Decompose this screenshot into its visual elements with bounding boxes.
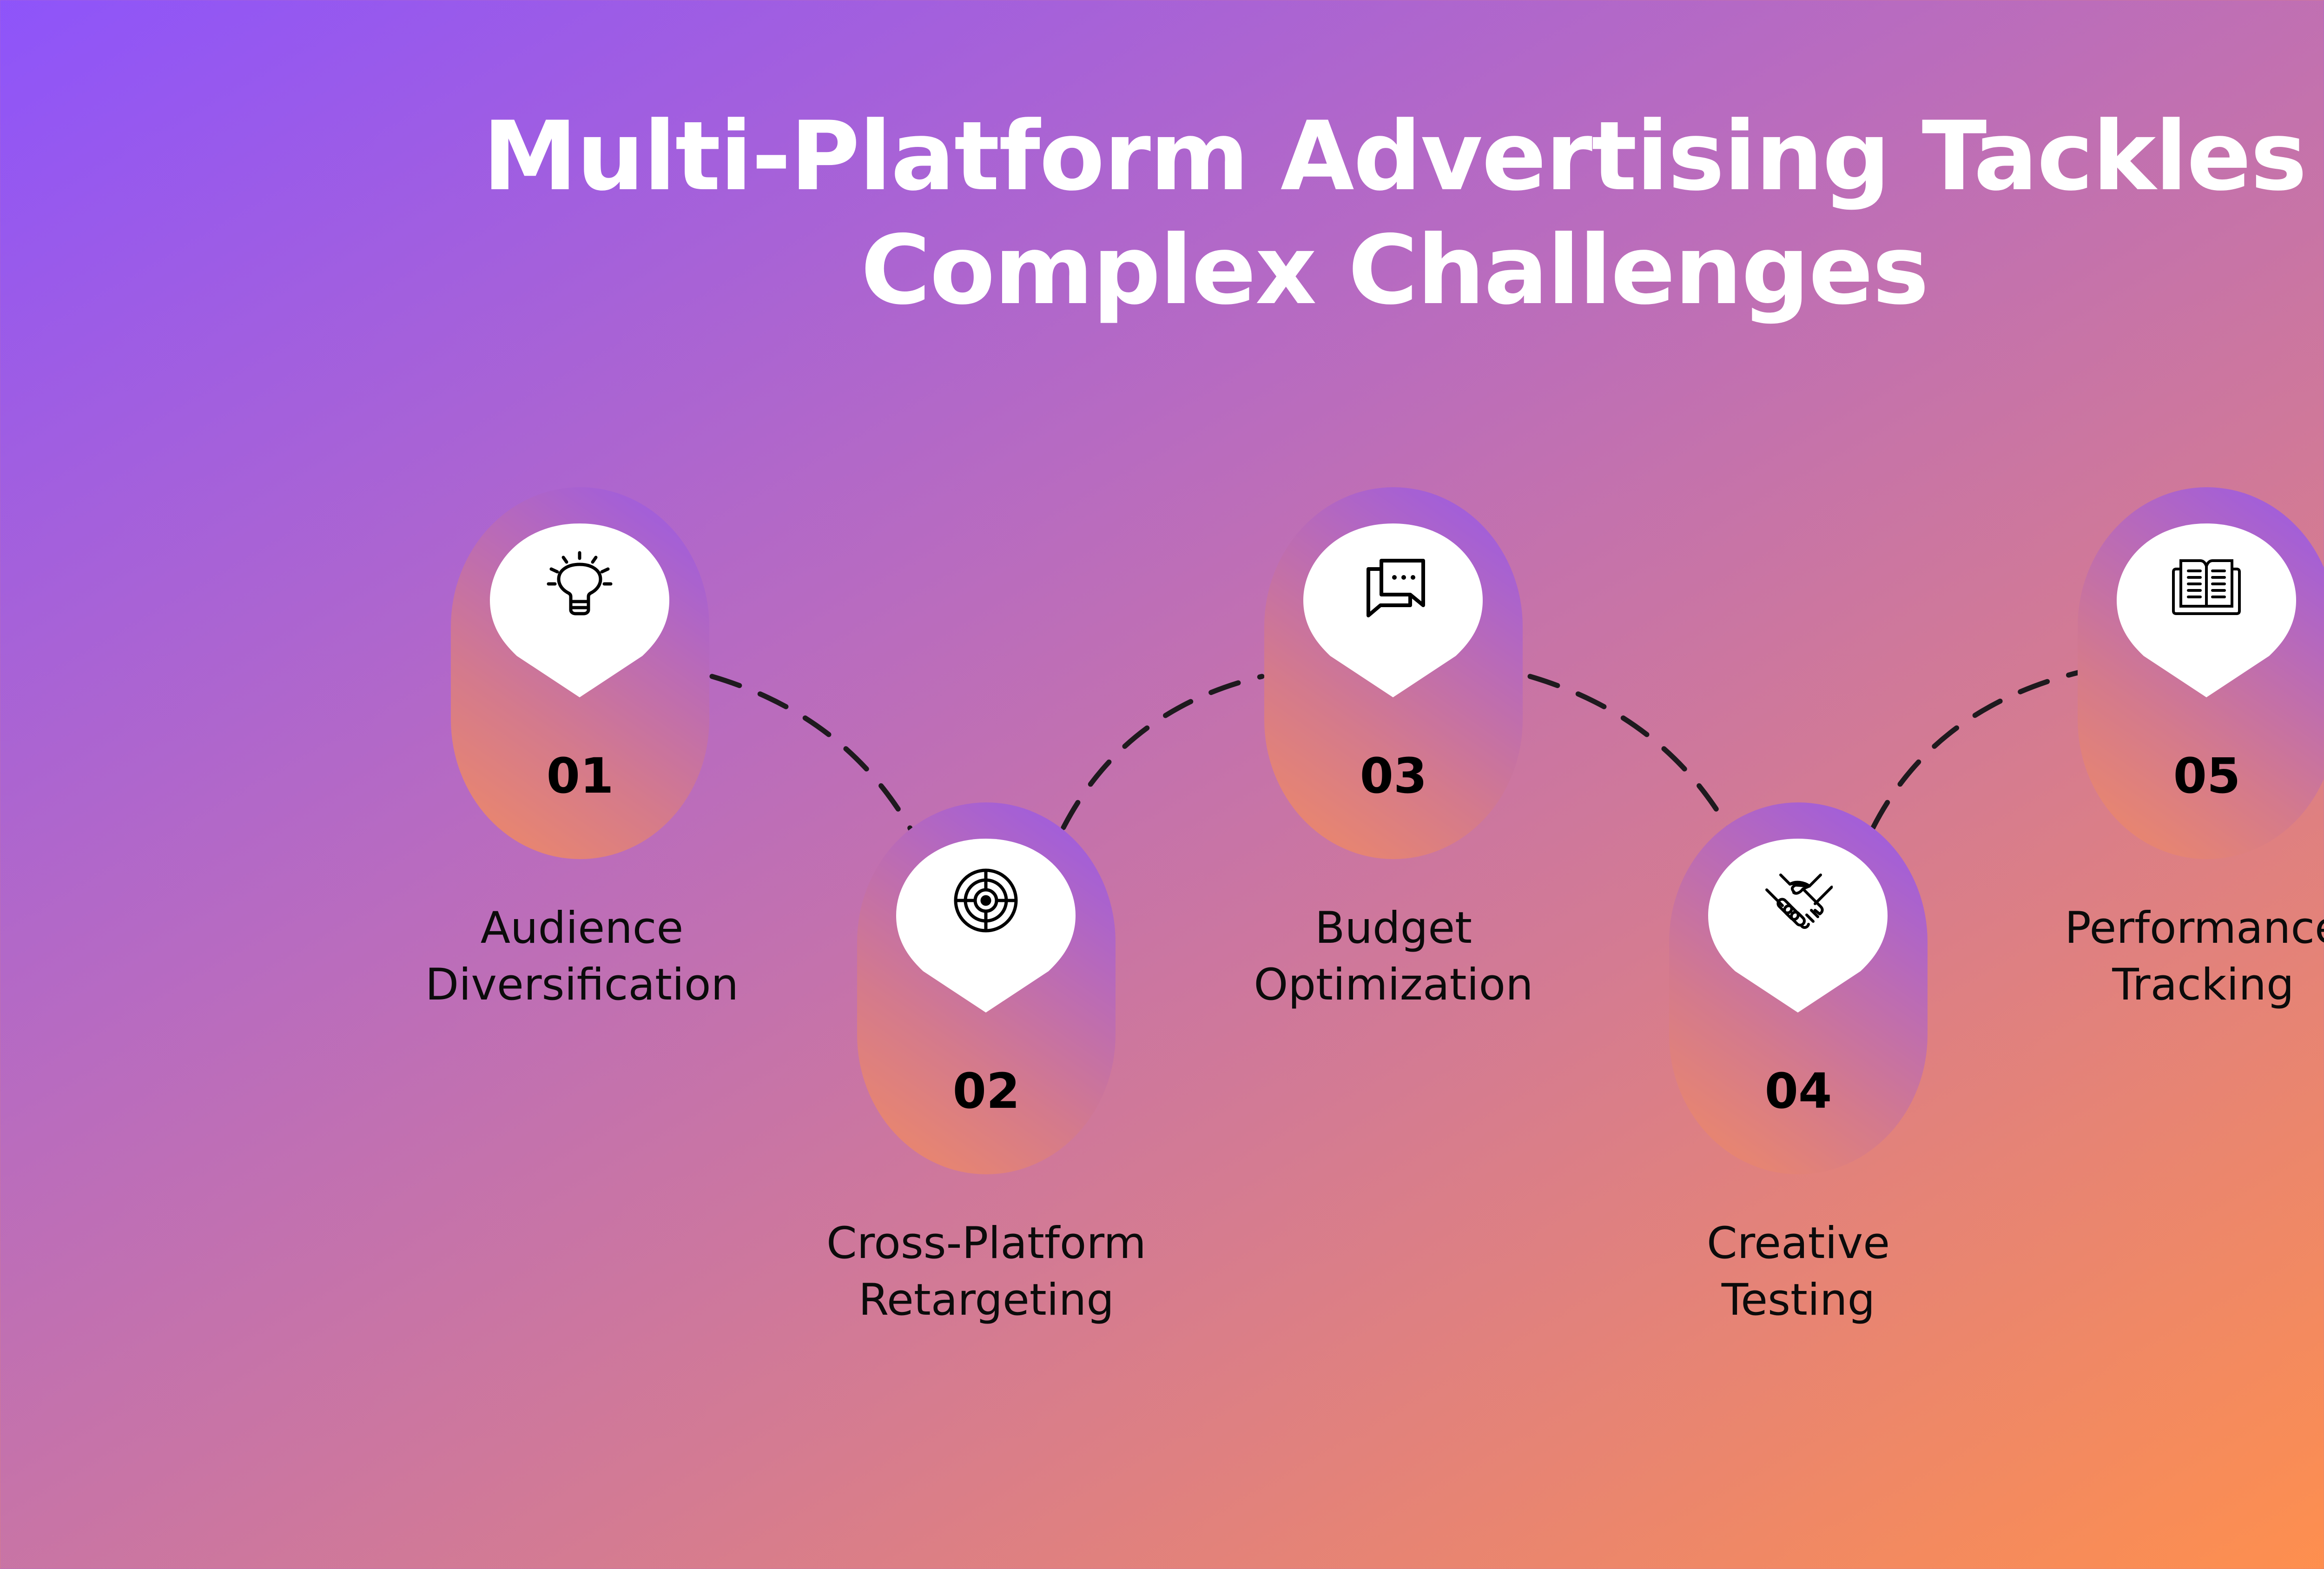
handshake-icon bbox=[1765, 874, 1833, 929]
pin-marker bbox=[1708, 839, 1888, 1013]
step-05-label: Performance Tracking bbox=[2065, 903, 2324, 1010]
pin-marker bbox=[2117, 523, 2296, 697]
step-03-label: Budget Optimization bbox=[1254, 903, 1533, 1010]
step-02: 02 bbox=[857, 802, 1116, 1174]
title-line-2: Complex Challenges bbox=[860, 215, 1929, 326]
step-02-label: Cross-Platform Retargeting bbox=[826, 1218, 1147, 1325]
step-01-label: Audience Diversification bbox=[425, 903, 739, 1010]
pin-marker bbox=[896, 839, 1076, 1013]
step-04-label: Creative Testing bbox=[1706, 1218, 1890, 1325]
target-icon bbox=[954, 868, 1018, 933]
pin-marker bbox=[490, 523, 669, 697]
step-05: 05 bbox=[2078, 487, 2324, 859]
page-title: Multi-Platform Advertising Tackles Compl… bbox=[0, 100, 2324, 328]
step-04: 04 bbox=[1669, 802, 1928, 1174]
connector-4-5 bbox=[1870, 670, 2080, 830]
connector-3-4 bbox=[1527, 674, 1732, 833]
step-03: 03 bbox=[1264, 487, 1523, 859]
step-number: 04 bbox=[1764, 1063, 1832, 1119]
chat-bubbles-icon bbox=[1367, 559, 1425, 617]
step-number: 01 bbox=[546, 748, 614, 804]
pin-marker bbox=[1303, 523, 1483, 697]
step-number: 03 bbox=[1360, 748, 1427, 804]
step-01: 01 bbox=[451, 487, 709, 859]
step-number: 05 bbox=[2173, 748, 2241, 804]
lightbulb-icon bbox=[547, 551, 613, 616]
step-number: 02 bbox=[952, 1063, 1020, 1119]
title-line-1: Multi-Platform Advertising Tackles bbox=[482, 101, 2307, 212]
open-book-icon bbox=[2172, 559, 2241, 615]
connector-2-3 bbox=[1061, 674, 1265, 830]
connector-1-2 bbox=[709, 674, 914, 833]
